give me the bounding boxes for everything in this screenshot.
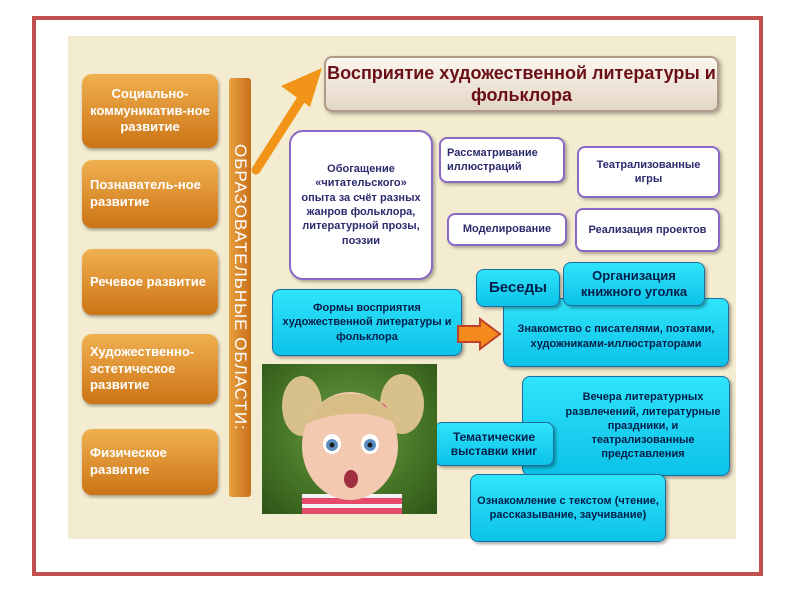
child-photo-illustration (282, 374, 424, 514)
educational-areas-label: ОБРАЗОВАТЕЛЬНЫЕ ОБЛАСТИ: (231, 144, 250, 431)
area-cognitive-label: Познаватель-ное развитие (90, 177, 201, 209)
book-corner-box: Организация книжного уголка (563, 262, 705, 306)
area-physical: Физическое развитие (82, 429, 218, 495)
writers-box: Знакомство с писателями, поэтами, художн… (503, 298, 729, 367)
writers-text: Знакомство с писателями, поэтами, художн… (517, 323, 715, 350)
text-acquaintance-text: Ознакомление с текстом (чтение, рассказы… (477, 494, 659, 521)
educational-areas-bar: ОБРАЗОВАТЕЛЬНЫЕ ОБЛАСТИ: (229, 78, 251, 497)
activity-illustrations-label: Рассматривание иллюстраций (447, 146, 538, 173)
conversations-text: Беседы (489, 279, 547, 297)
forms-box: Формы восприятия художественной литерату… (272, 289, 462, 356)
area-social-communicative: Социально-коммуникатив-ное развитие (82, 74, 218, 148)
enrichment-box: Обогащение «читательского» опыта за счёт… (289, 130, 433, 280)
area-artistic-aesthetic: Художественно-эстетическое развитие (82, 334, 218, 404)
area-social-communicative-label: Социально-коммуникатив-ное развитие (90, 85, 210, 135)
conversations-box: Беседы (476, 269, 560, 307)
activity-illustrations: Рассматривание иллюстраций (439, 137, 565, 183)
activity-projects: Реализация проектов (575, 208, 720, 252)
activity-theatrical-games-label: Театрализованные игры (596, 158, 701, 185)
activity-theatrical-games: Театрализованные игры (577, 146, 720, 198)
activity-projects-label: Реализация проектов (588, 223, 707, 236)
area-speech-label: Речевое развитие (90, 273, 206, 289)
forms-text: Формы восприятия художественной литерату… (282, 302, 452, 343)
area-physical-label: Физическое развитие (90, 445, 167, 477)
page-title: Восприятие художественной литературы и ф… (324, 56, 719, 112)
evenings-text: Вечера литературных развлечений, литерат… (565, 391, 721, 461)
exhibitions-box: Тематические выставки книг (434, 422, 554, 466)
text-acquaintance-box: Ознакомление с текстом (чтение, рассказы… (470, 474, 666, 542)
book-corner-text: Организация книжного уголка (580, 268, 688, 299)
activity-modeling-label: Моделирование (462, 223, 552, 236)
area-artistic-aesthetic-label: Художественно-эстетическое развитие (90, 343, 195, 393)
activity-modeling: Моделирование (447, 213, 567, 246)
area-cognitive: Познаватель-ное развитие (82, 160, 218, 228)
area-speech: Речевое развитие (82, 249, 218, 315)
enrichment-text: Обогащение «читательского» опыта за счёт… (301, 163, 421, 247)
page-title-text: Восприятие художественной литературы и ф… (327, 62, 716, 106)
child-photo (262, 364, 437, 514)
evenings-box: Вечера литературных развлечений, литерат… (522, 376, 730, 476)
exhibitions-text: Тематические выставки книг (450, 429, 538, 458)
